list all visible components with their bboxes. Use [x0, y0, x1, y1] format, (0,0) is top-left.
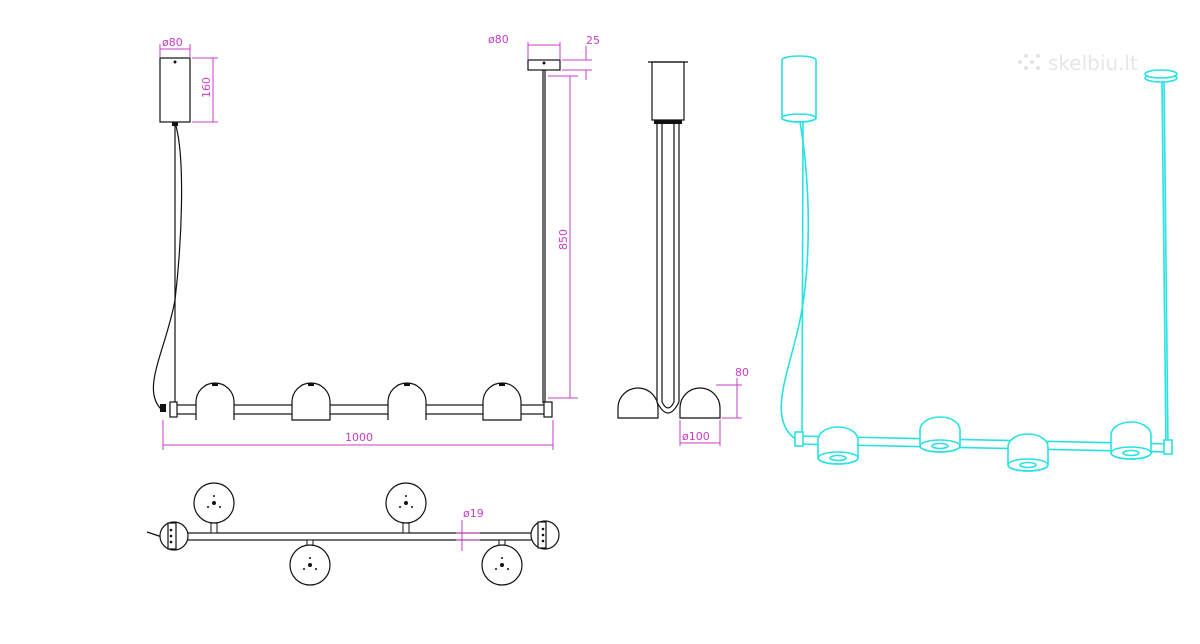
watermark-text: skelbiu.lt	[1048, 51, 1138, 75]
left-canopy	[159, 57, 191, 123]
shade-4	[482, 382, 522, 421]
side-canopy	[651, 61, 685, 121]
side-dimensions: 80 ø100	[679, 366, 749, 446]
dim-canopy-diameter-right: ø80	[488, 33, 509, 46]
top-view: ø19	[146, 482, 560, 586]
side-shade-left	[617, 387, 659, 419]
shade-3	[387, 382, 427, 420]
watermark-logo-icon	[1018, 54, 1040, 70]
dim-canopy-thickness: 25	[586, 34, 600, 47]
shade-2	[291, 382, 331, 421]
front-view	[152, 57, 561, 421]
render-shade-4	[1110, 421, 1152, 460]
top-bar	[179, 532, 533, 541]
render-left-canopy	[781, 60, 817, 123]
render-shade-1	[817, 426, 859, 465]
dim-bar-diameter: ø19	[463, 507, 484, 520]
render-shade-3	[1007, 433, 1049, 472]
top-head-2	[385, 482, 427, 534]
render-shade-2	[919, 416, 961, 453]
dim-canopy-diameter-left: ø80	[162, 36, 183, 49]
top-head-1	[193, 482, 235, 534]
perspective-render	[780, 55, 1178, 472]
render-cable	[780, 121, 810, 441]
dim-drop-height: 850	[557, 229, 570, 250]
right-canopy	[527, 59, 561, 71]
dim-shade-height: 80	[735, 366, 749, 379]
front-dimensions: ø80 160 ø80 25 850 1000	[159, 33, 600, 450]
top-head-3	[289, 539, 331, 586]
dim-total-length: 1000	[345, 431, 373, 444]
dim-shade-diameter: ø100	[682, 430, 710, 443]
side-shade-right	[679, 387, 721, 419]
shade-1	[195, 382, 235, 420]
top-head-4	[481, 539, 523, 586]
power-cable	[152, 125, 183, 411]
watermark: skelbiu.lt	[1018, 51, 1138, 75]
side-view	[617, 61, 721, 419]
dim-canopy-height: 160	[200, 77, 213, 98]
